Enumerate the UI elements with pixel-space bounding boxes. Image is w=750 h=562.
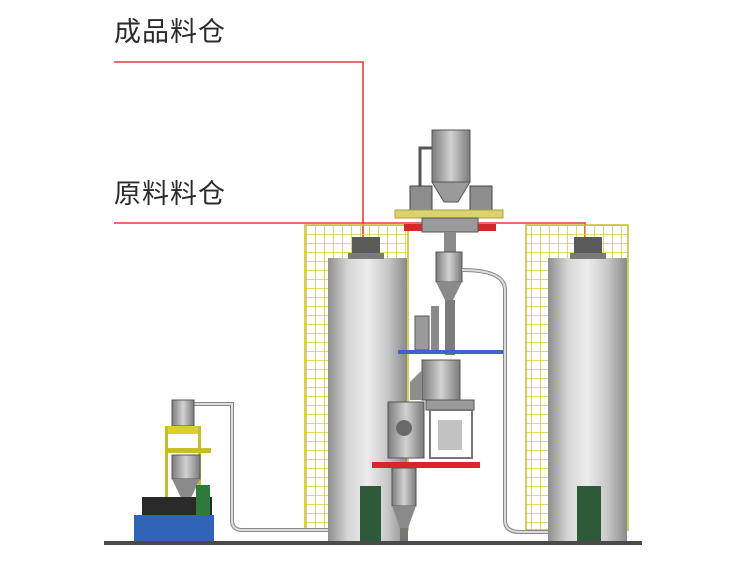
raw-material-silo-label: 原料料仓 — [114, 179, 226, 210]
mill-red-platform — [372, 462, 480, 468]
top-dust-collector — [394, 129, 504, 233]
ground-line — [104, 541, 642, 545]
silo-door — [577, 486, 601, 541]
central-cyclone-column — [398, 232, 504, 355]
silo-door — [360, 486, 381, 541]
top-yellow-platform — [394, 209, 504, 219]
lower-cyclone — [391, 467, 417, 542]
raw-material-silo — [548, 237, 627, 541]
left-feeding-unit — [134, 399, 328, 541]
grinding-mill — [372, 359, 480, 468]
green-support — [196, 485, 210, 515]
finished-product-silo-label: 成品料仓 — [114, 17, 226, 48]
blue-platform — [398, 350, 504, 354]
pneumatic-conveying-pipe-right — [461, 268, 548, 534]
blue-base — [134, 515, 214, 541]
finished-silo-leader-line — [114, 61, 364, 286]
black-hopper-block — [142, 497, 212, 515]
finished-product-silo — [328, 237, 407, 541]
